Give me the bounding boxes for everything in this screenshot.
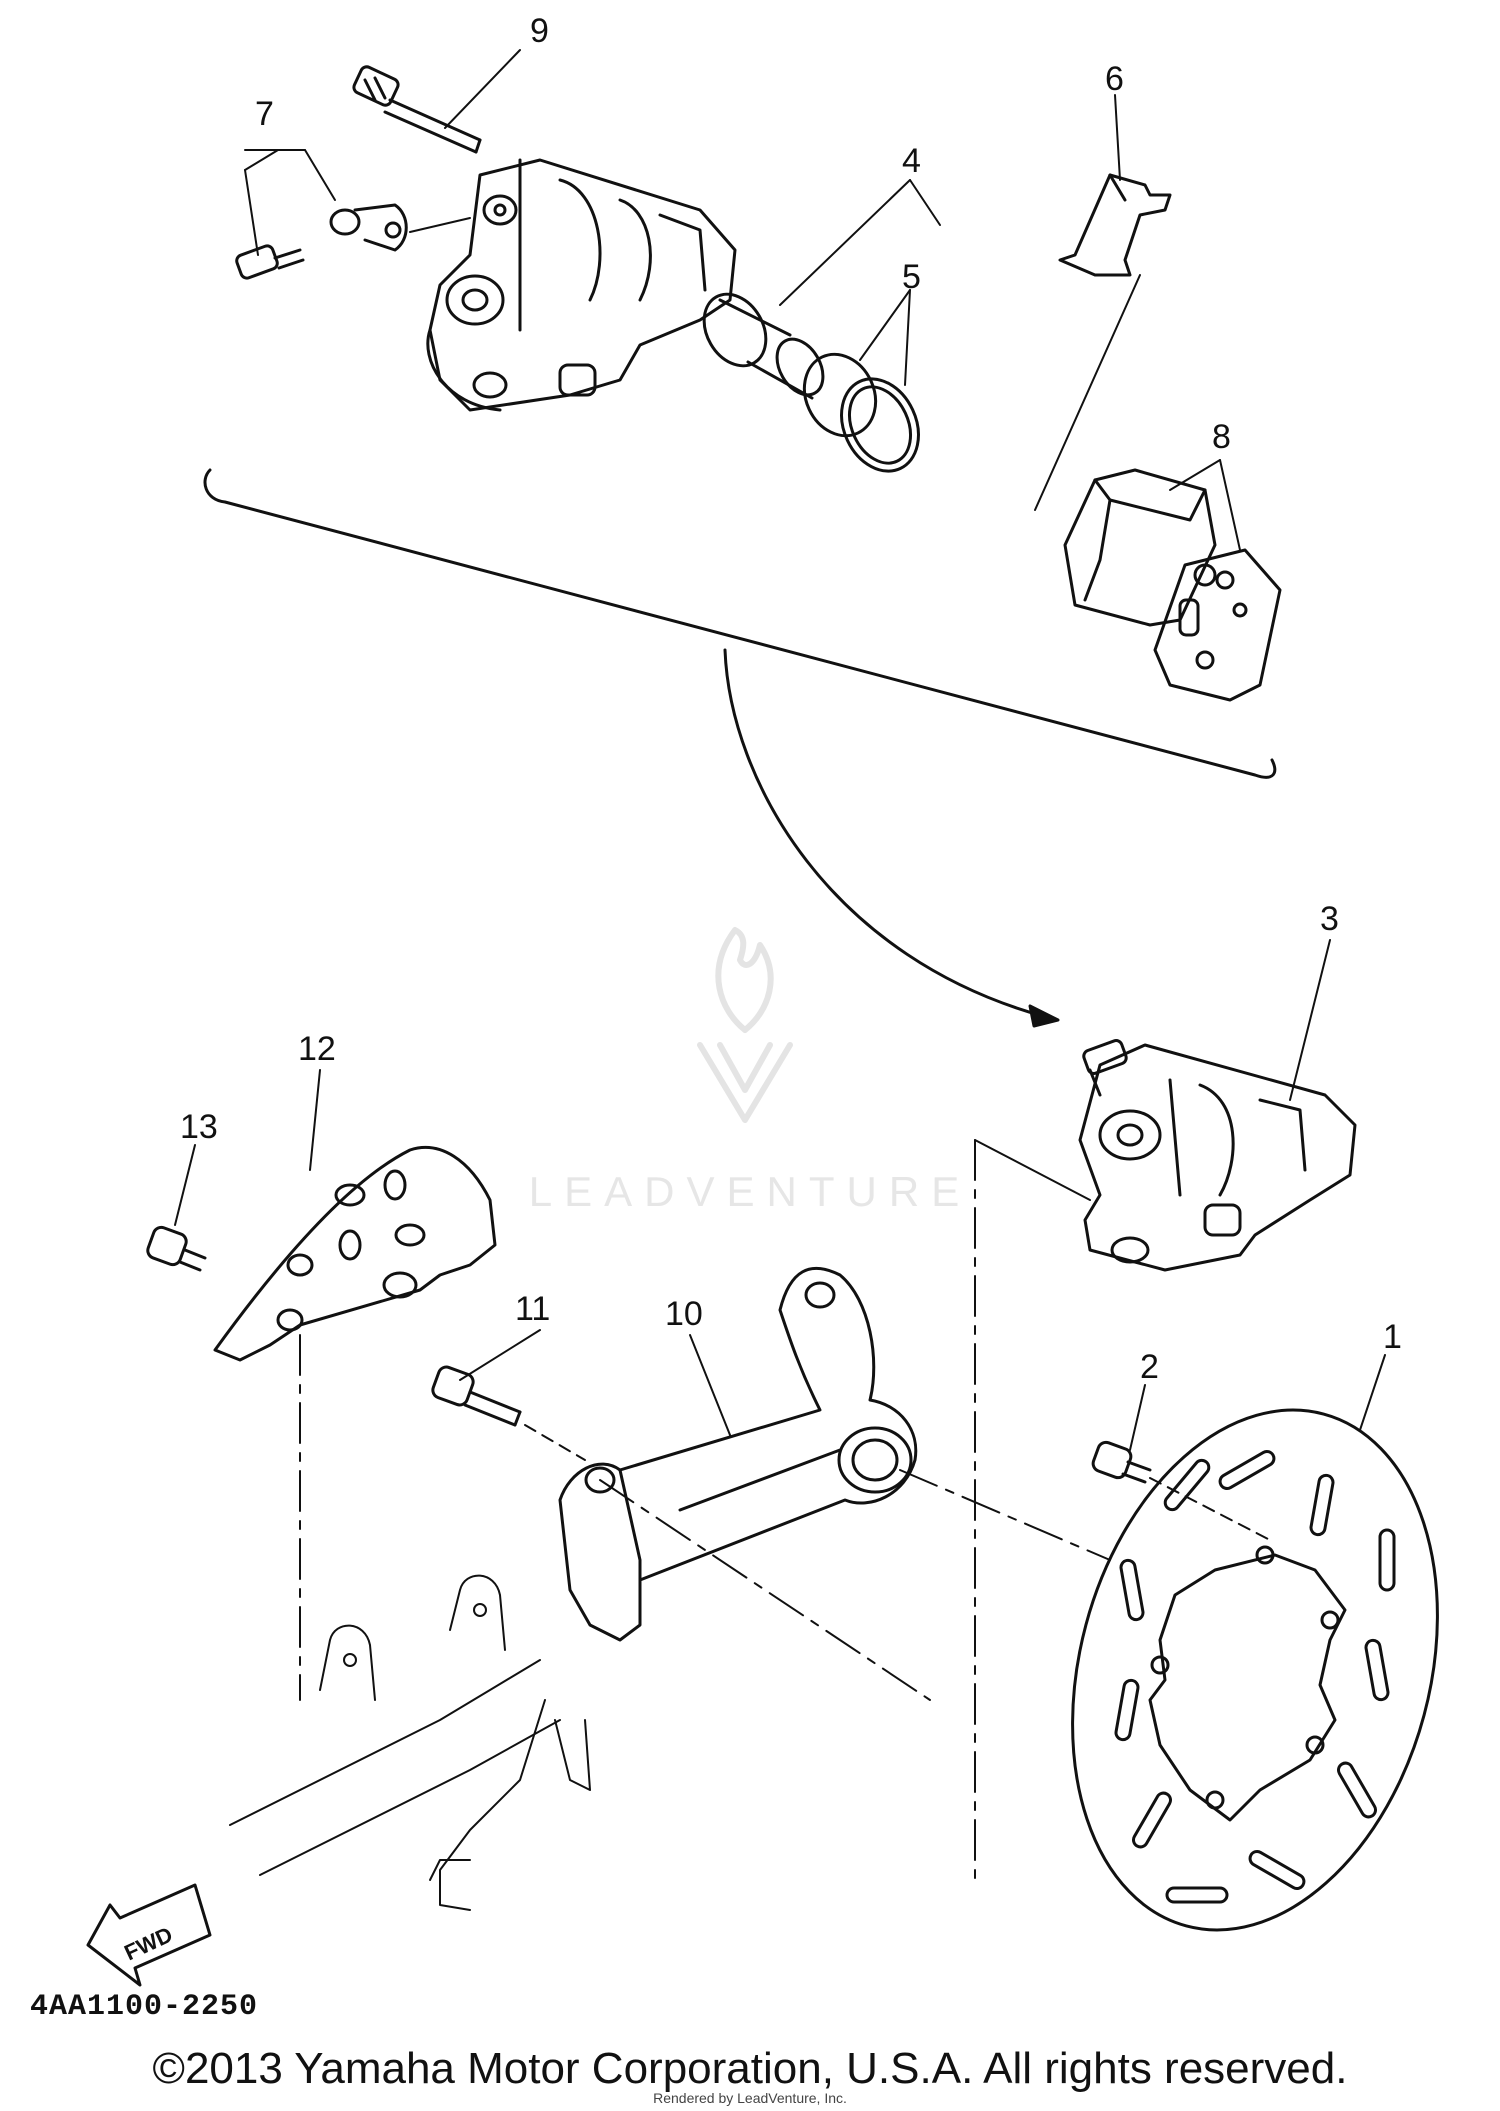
callout-12: 12	[298, 1030, 336, 1068]
part-5-seals	[802, 352, 920, 473]
copyright-notice: ©2013 Yamaha Motor Corporation, U.S.A. A…	[152, 2044, 1348, 2093]
watermark-logo	[697, 927, 793, 1123]
part-11-bolt	[431, 1365, 522, 1427]
group-bracket	[203, 468, 1277, 779]
callout-7: 7	[255, 95, 274, 133]
leader-10-disc	[899, 1469, 1111, 1561]
group-bracket-arrow-curve	[723, 648, 1052, 1020]
rendered-by-notice: Rendered by LeadVenture, Inc.	[653, 2090, 847, 2106]
swingarm	[229, 1574, 591, 1911]
part-3-caliper-assembly	[1078, 1039, 1357, 1272]
callout-labels: 1 2 3 4 5 6 7 8 9 10 11 12 13 FWD	[120, 12, 1402, 1965]
leader-11-dashed	[524, 1424, 586, 1461]
callout-8: 8	[1212, 418, 1231, 456]
part-6-pad-spring	[1058, 173, 1172, 277]
callout-4: 4	[902, 142, 921, 180]
part-7-bleed-screw	[235, 203, 408, 280]
part-10-caliper-bracket	[558, 1266, 918, 1642]
leader-3-diagonal	[974, 1139, 1091, 1201]
callout-1: 1	[1383, 1318, 1402, 1356]
drawing-code: 4AA1100-2250	[30, 1990, 259, 2024]
fwd-label: FWD	[120, 1922, 176, 1966]
leader-10-axle	[599, 1479, 931, 1701]
callout-6: 6	[1105, 60, 1124, 98]
callout-3: 3	[1320, 900, 1339, 938]
callout-9: 9	[530, 12, 549, 50]
part-2-bolt	[1091, 1440, 1152, 1484]
callout-2: 2	[1140, 1348, 1159, 1386]
arrow-head	[1028, 1004, 1060, 1028]
watermark-text: LEADVENTURE	[528, 1168, 972, 1215]
leader-6-to-8	[1034, 274, 1141, 511]
callout-5: 5	[902, 258, 921, 296]
callout-11: 11	[515, 1290, 550, 1328]
fwd-arrow-icon	[86, 1883, 212, 1987]
part-12-guard	[213, 1145, 497, 1362]
leader-2-dashed	[1149, 1477, 1271, 1541]
callout-13: 13	[180, 1108, 218, 1146]
part-8-brake-pads	[1063, 468, 1282, 702]
caliper-body	[426, 158, 737, 412]
callout-10: 10	[665, 1295, 703, 1333]
part-9-pin-bolt	[352, 65, 482, 154]
callout-leaders	[174, 49, 1386, 1451]
part-13-bolt	[146, 1225, 207, 1272]
part-4-piston	[702, 292, 825, 400]
part-1-brake-disc	[1071, 1408, 1439, 1932]
